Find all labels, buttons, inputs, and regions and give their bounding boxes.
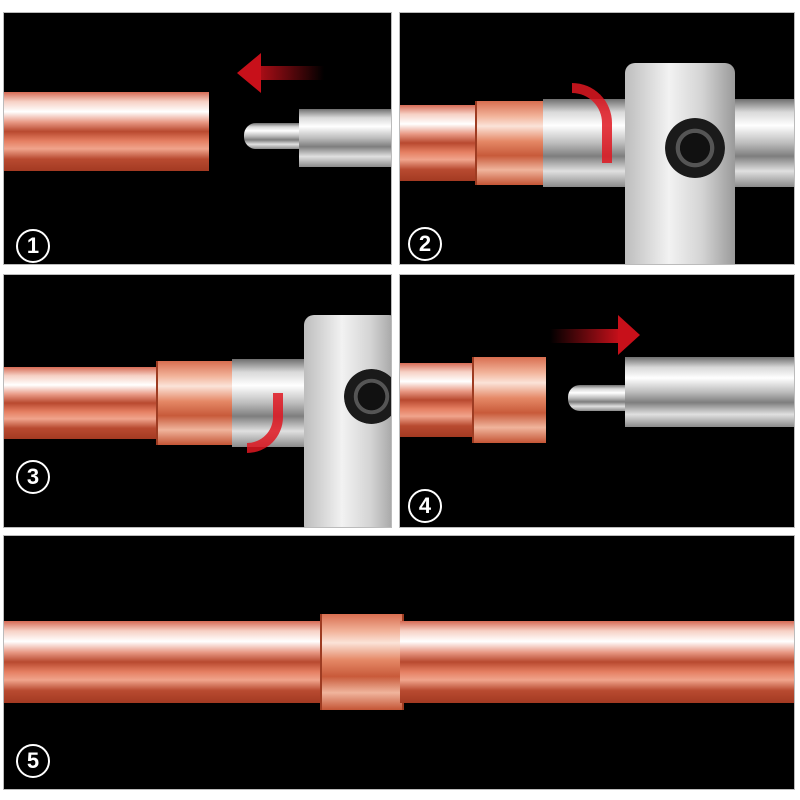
copper-pipe: [400, 363, 475, 437]
step-number-badge: 2: [408, 227, 442, 261]
arrow-right-icon: [550, 329, 620, 343]
expander-body: [625, 357, 794, 427]
expanded-pipe-end: [475, 101, 547, 185]
curved-arrow-icon: [572, 83, 612, 163]
arrow-right-head-icon: [618, 315, 640, 355]
adjustment-knob: [344, 369, 391, 424]
arrow-left-head-icon: [237, 53, 261, 93]
expander-tip: [568, 385, 628, 411]
expanded-pipe-end: [156, 361, 236, 445]
copper-pipe: [4, 367, 162, 439]
step-number-badge: 5: [16, 744, 50, 778]
curved-arrow-icon: [247, 393, 283, 453]
step-number-badge: 4: [408, 489, 442, 523]
copper-pipe-left: [4, 621, 324, 703]
copper-pipe: [400, 105, 480, 181]
expander-body: [299, 109, 391, 167]
step-number-badge: 3: [16, 460, 50, 494]
expander-tip: [244, 123, 304, 149]
step-number-badge: 1: [16, 229, 50, 263]
joint-sleeve: [320, 614, 404, 710]
step-3-panel: 3: [3, 274, 392, 528]
step-4-panel: 4: [399, 274, 795, 528]
adjustment-knob: [665, 118, 725, 178]
arrow-left-icon: [249, 66, 324, 80]
copper-pipe-right: [400, 621, 794, 703]
step-1-panel: 1: [3, 12, 392, 265]
expanded-pipe-end: [472, 357, 546, 443]
step-5-panel: 5: [3, 535, 795, 790]
copper-pipe: [4, 92, 209, 171]
step-2-panel: 2: [399, 12, 795, 265]
